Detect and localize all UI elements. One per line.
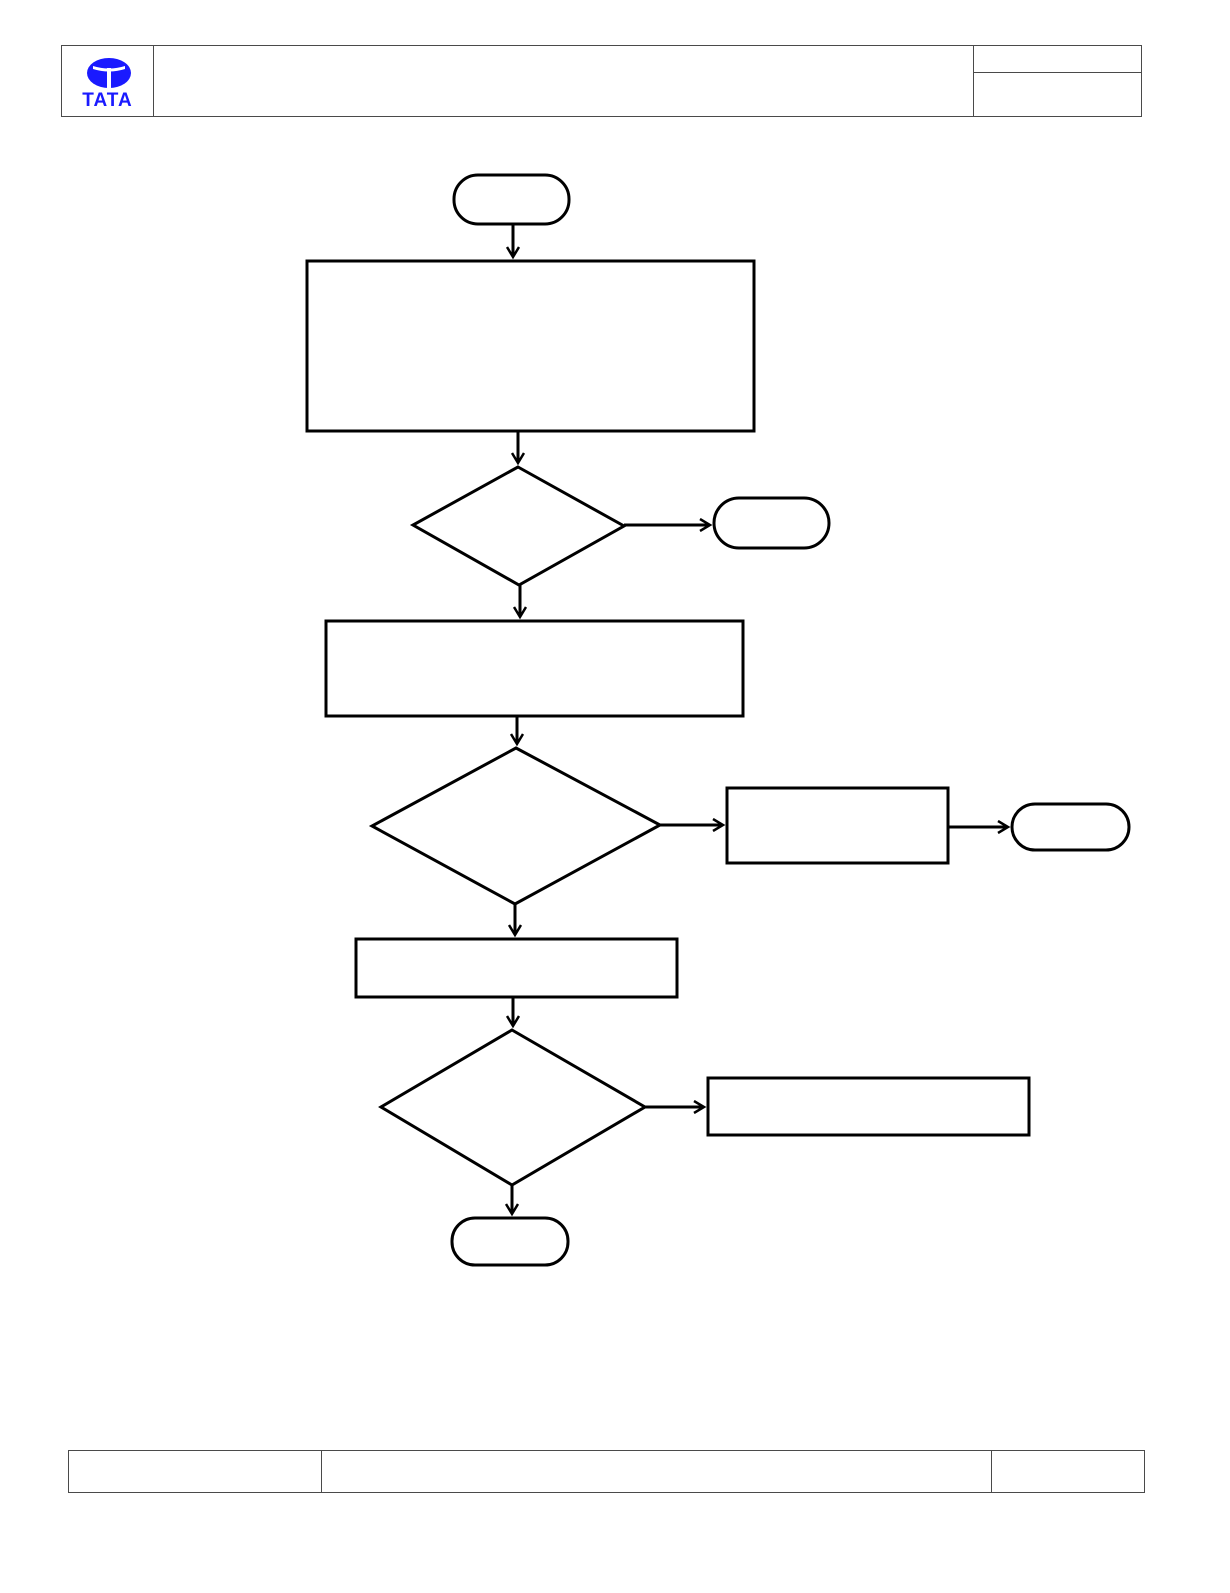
logo-wordmark: TATA — [82, 90, 133, 111]
end-terminator — [450, 1216, 570, 1267]
start-terminator — [452, 173, 571, 226]
exit1-terminator — [712, 496, 831, 550]
footer-left-cell — [69, 1451, 322, 1492]
step2-process — [324, 619, 745, 718]
branch2-process — [725, 786, 950, 865]
footer-middle-cell — [321, 1451, 992, 1492]
step1-process — [305, 259, 756, 433]
header-meta-top — [973, 46, 1141, 73]
step3-process — [354, 937, 679, 999]
document-header: TATA — [61, 45, 1142, 117]
decision1 — [409, 465, 628, 587]
branch3-process — [706, 1076, 1031, 1137]
exit2-terminator — [1010, 802, 1131, 852]
decision2 — [368, 746, 664, 906]
decision3 — [378, 1028, 648, 1187]
document-footer — [68, 1450, 1145, 1493]
tata-logo-icon — [87, 58, 131, 89]
logo-cell: TATA — [62, 46, 154, 116]
footer-right-cell — [991, 1451, 1144, 1492]
header-title — [153, 46, 974, 116]
